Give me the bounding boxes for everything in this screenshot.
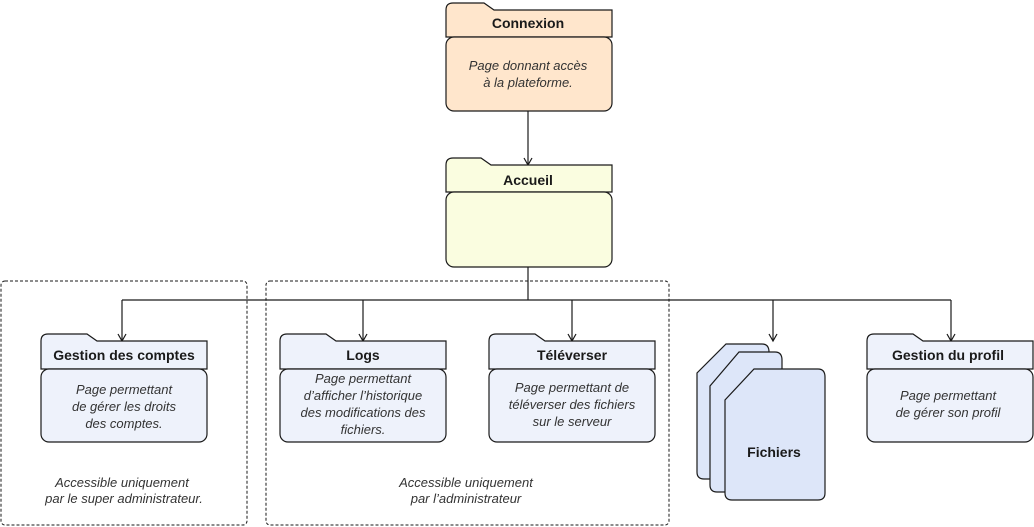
node-fichiers: Fichiers bbox=[696, 343, 826, 501]
connexion-title: Connexion bbox=[492, 15, 564, 31]
comptes-desc-line: Page permettant bbox=[76, 382, 174, 397]
accueil-folder-tab bbox=[445, 157, 613, 193]
accueil-title: Accueil bbox=[503, 172, 553, 188]
comptes-folder-body bbox=[40, 368, 208, 443]
connexion-desc-line: à la plateforme. bbox=[483, 75, 573, 90]
connexion-folder-body bbox=[445, 36, 613, 112]
profil-desc-line: de gérer son profil bbox=[896, 405, 1002, 420]
logs-desc-line: Page permettant bbox=[315, 371, 413, 386]
comptes-desc-line: des comptes. bbox=[85, 416, 162, 431]
profil-folder-body bbox=[866, 368, 1034, 443]
profil-title: Gestion du profil bbox=[892, 347, 1004, 363]
logs-folder-tab bbox=[279, 333, 447, 370]
node-accueil: Accueil bbox=[445, 157, 613, 268]
logs-title: Logs bbox=[346, 347, 380, 363]
node-televerser: Téléverser Page permettant de téléverser… bbox=[488, 333, 656, 443]
node-connexion: Connexion Page donnant accès à la platef… bbox=[445, 2, 613, 112]
connectors bbox=[117, 111, 956, 343]
connexion-folder-tab bbox=[445, 2, 613, 38]
node-logs: Logs Page permettant d’afficher l’histor… bbox=[279, 333, 447, 443]
connexion-desc-line: Page donnant accès bbox=[469, 58, 588, 73]
profil-desc-line: Page permettant bbox=[900, 388, 998, 403]
files-document-icon bbox=[724, 368, 826, 501]
televerser-title: Téléverser bbox=[537, 347, 608, 363]
super-admin-note-line: Accessible uniquement bbox=[54, 475, 190, 490]
admin-note-line: par l’administrateur bbox=[410, 491, 522, 506]
node-gestion-du-profil: Gestion du profil Page permettant de gér… bbox=[866, 333, 1034, 443]
admin-note-line: Accessible uniquement bbox=[398, 475, 534, 490]
comptes-title: Gestion des comptes bbox=[53, 347, 195, 363]
node-gestion-des-comptes: Gestion des comptes Page permettant de g… bbox=[40, 333, 208, 443]
profil-folder-tab bbox=[866, 333, 1034, 370]
fichiers-title: Fichiers bbox=[747, 444, 801, 460]
televerser-folder-body bbox=[488, 368, 656, 443]
televerser-desc-line: sur le serveur bbox=[533, 414, 612, 429]
admin-group bbox=[265, 280, 670, 526]
televerser-desc-line: Page permettant de bbox=[515, 380, 629, 395]
super-admin-note-line: par le super administrateur. bbox=[44, 491, 203, 506]
super-admin-group bbox=[0, 280, 248, 526]
logs-desc-line: fichiers. bbox=[341, 422, 386, 437]
televerser-folder-tab bbox=[488, 333, 656, 370]
televerser-desc-line: téléverser des fichiers bbox=[509, 397, 636, 412]
logs-folder-body bbox=[279, 368, 447, 443]
comptes-desc-line: de gérer les droits bbox=[72, 399, 177, 414]
comptes-folder-tab bbox=[40, 333, 208, 370]
accueil-folder-body bbox=[445, 191, 613, 268]
logs-desc-line: d’afficher l’historique bbox=[304, 388, 423, 403]
logs-desc-line: des modifications des bbox=[300, 405, 426, 420]
